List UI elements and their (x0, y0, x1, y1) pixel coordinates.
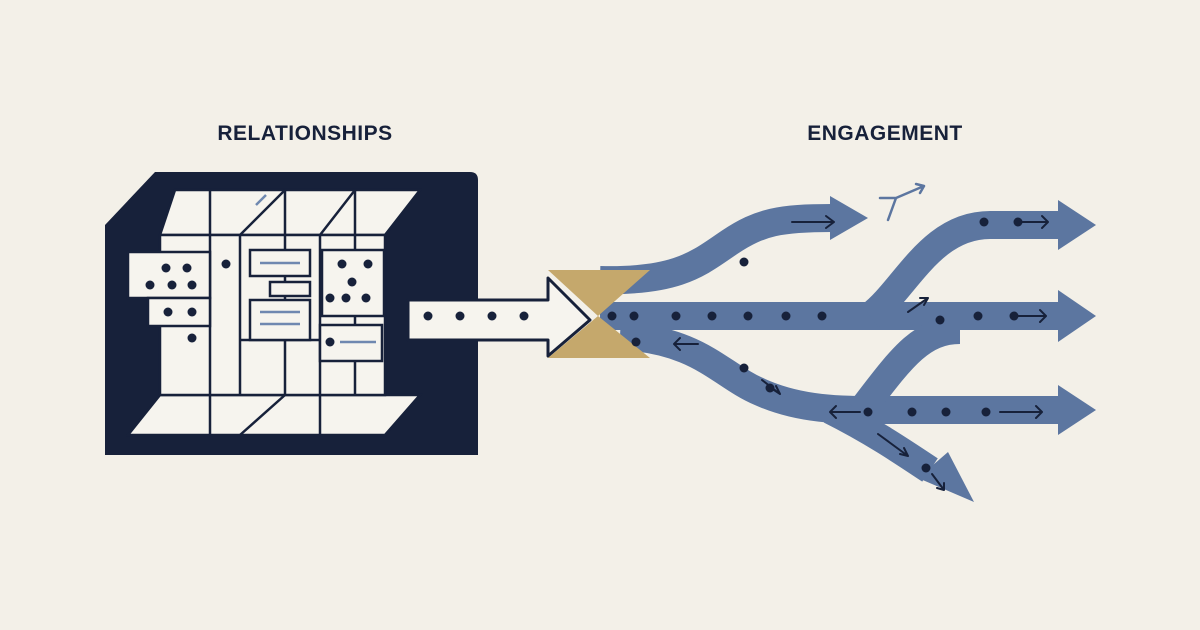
maze-text-lines (255, 194, 376, 344)
floating-arrow-icon (878, 182, 926, 222)
input-arrow (406, 276, 592, 358)
engagement-paths (548, 182, 1096, 502)
relationships-box (105, 172, 478, 455)
maze-structure (125, 188, 423, 437)
junction-wedge (548, 270, 650, 358)
maze-dots (145, 259, 373, 347)
engagement-label: ENGAGEMENT (807, 122, 963, 145)
relationships-label: RELATIONSHIPS (217, 122, 393, 145)
